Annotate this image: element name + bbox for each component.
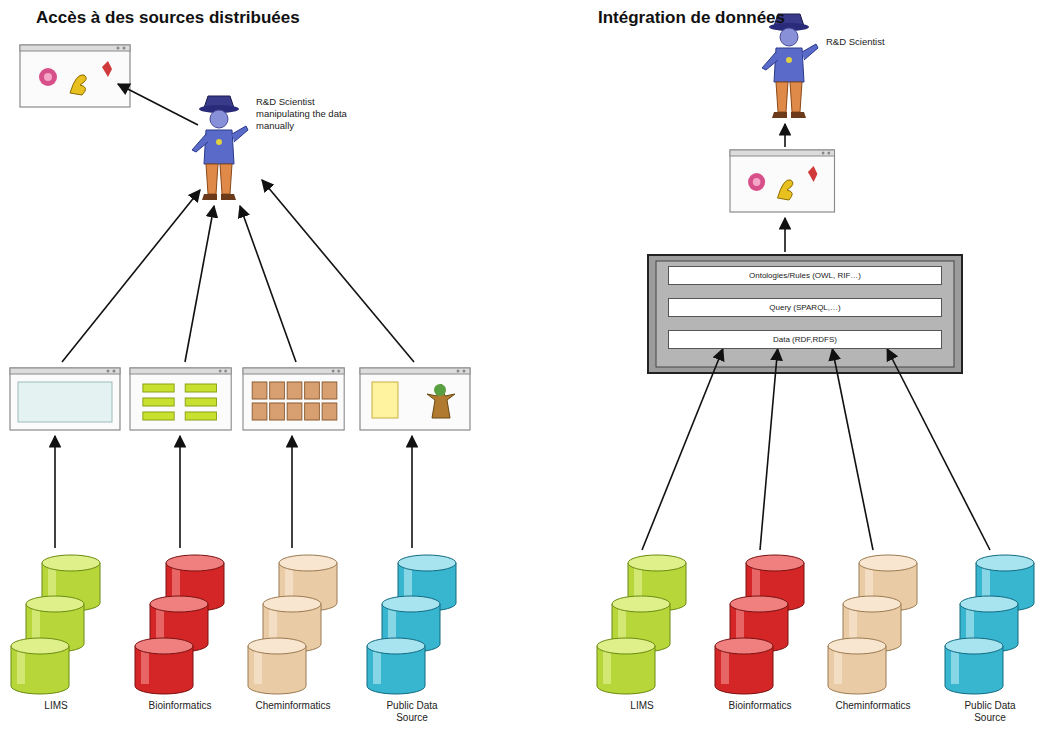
- cheminformatics-window: [243, 368, 344, 430]
- actor-label: R&D Scientist: [826, 36, 916, 48]
- layer-label: Ontologies/Rules (OWL, RIF…): [675, 271, 935, 280]
- layer-label: Data (RDF,RDFS): [675, 335, 935, 344]
- bioinformatics-window: [130, 368, 231, 430]
- database-stack: Public Data Source: [362, 554, 462, 724]
- database-stack: LIMS: [592, 554, 692, 712]
- database-stack: LIMS: [6, 554, 106, 712]
- source-label: LIMS: [6, 700, 106, 712]
- scientist-figure: R&D Scientist manipulating the data manu…: [188, 92, 370, 204]
- public-data-window: [360, 368, 470, 430]
- source-label: Bioinformatics: [128, 700, 232, 712]
- flow-connector: [832, 349, 873, 550]
- database-stack: Cheminformatics: [240, 554, 346, 712]
- result-window: [730, 150, 835, 212]
- panel-heading: Intégration de données: [598, 8, 785, 28]
- result-window: [20, 45, 130, 107]
- flow-connector: [887, 349, 990, 550]
- flow-connector: [760, 349, 778, 550]
- layer-band: Data (RDF,RDFS): [668, 330, 942, 349]
- database-stack: Public Data Source: [940, 554, 1040, 724]
- panel-heading: Accès à des sources distribuées: [36, 8, 300, 28]
- actor-label: R&D Scientist manipulating the data manu…: [256, 96, 368, 132]
- layer-band: Query (SPARQL,…): [668, 298, 942, 317]
- database-stack: Bioinformatics: [708, 554, 812, 712]
- lims-window: [10, 368, 120, 430]
- integration-frame: [648, 255, 962, 373]
- database-stack: Bioinformatics: [128, 554, 232, 712]
- database-stack: Cheminformatics: [820, 554, 926, 712]
- source-label: Public Data Source: [955, 700, 1025, 724]
- source-label: Cheminformatics: [240, 700, 346, 712]
- source-label: Bioinformatics: [708, 700, 812, 712]
- integration-frame-inner: [656, 261, 954, 367]
- layer-band: Ontologies/Rules (OWL, RIF…): [668, 266, 942, 285]
- source-label: Public Data Source: [377, 700, 447, 724]
- flow-connector: [642, 349, 723, 550]
- layer-label: Query (SPARQL,…): [675, 303, 935, 312]
- source-label: Cheminformatics: [820, 700, 926, 712]
- source-label: LIMS: [592, 700, 692, 712]
